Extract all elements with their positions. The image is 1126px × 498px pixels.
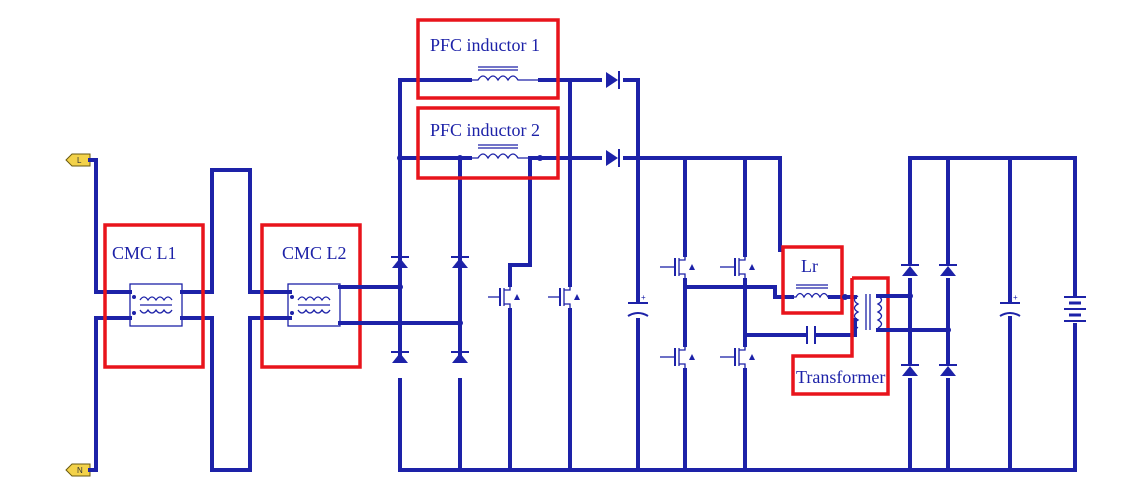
terminal-neutral-label: N — [77, 466, 83, 475]
resonant-capacitor — [806, 326, 816, 344]
pfc-inductor-2-highlight — [416, 106, 560, 180]
output-rectifier-wiring — [876, 156, 1077, 472]
inverter-mosfet-q4 — [720, 345, 755, 370]
transformer-label: Transformer — [796, 367, 885, 387]
common-mode-choke-l1 — [129, 283, 183, 327]
pfc-inductor-2-coil — [397, 144, 543, 161]
transformer-highlight — [791, 276, 890, 396]
output-capacitor: + — [999, 293, 1021, 317]
output-rectifier-diodes — [901, 264, 957, 376]
cmc-l2-highlight — [260, 223, 362, 369]
transformer-windings — [842, 294, 883, 330]
pfc-inductor-1-coil — [470, 66, 540, 82]
resonant-inductor-lr — [792, 284, 830, 299]
input-terminal-line: L — [65, 153, 91, 167]
pfc-inductor-2-label: PFC inductor 2 — [430, 120, 540, 140]
inverter-mosfet-q2 — [720, 255, 755, 280]
inverter-mosfets — [660, 255, 755, 370]
svg-text:+: + — [641, 293, 646, 302]
boost-diodes — [606, 71, 620, 167]
inverter-mosfet-q3 — [660, 345, 695, 370]
cmc-l1-highlight — [103, 223, 205, 369]
pfc-inductor-1-highlight — [416, 18, 560, 100]
inverter-mosfet-q1 — [660, 255, 695, 280]
input-filter-wiring — [88, 158, 292, 472]
common-mode-choke-l2 — [287, 283, 341, 327]
battery — [1064, 296, 1086, 322]
lr-highlight — [781, 245, 844, 315]
input-terminal-neutral: N — [65, 463, 91, 477]
bulk-capacitor: + — [627, 293, 649, 317]
svg-text:+: + — [1013, 293, 1018, 302]
pfc-inductor-1-label: PFC inductor 1 — [430, 35, 540, 55]
cmc-l2-label: CMC L2 — [282, 243, 347, 263]
pfc-wiring — [398, 78, 912, 472]
pfc-mosfet-1 — [488, 285, 520, 310]
bridge-diodes — [391, 256, 469, 363]
lr-label: Lr — [801, 256, 818, 276]
cmc-l1-label: CMC L1 — [112, 243, 177, 263]
terminal-line-label: L — [77, 156, 82, 165]
pfc-mosfet-2 — [548, 285, 580, 310]
pfc-mosfets — [488, 285, 580, 310]
